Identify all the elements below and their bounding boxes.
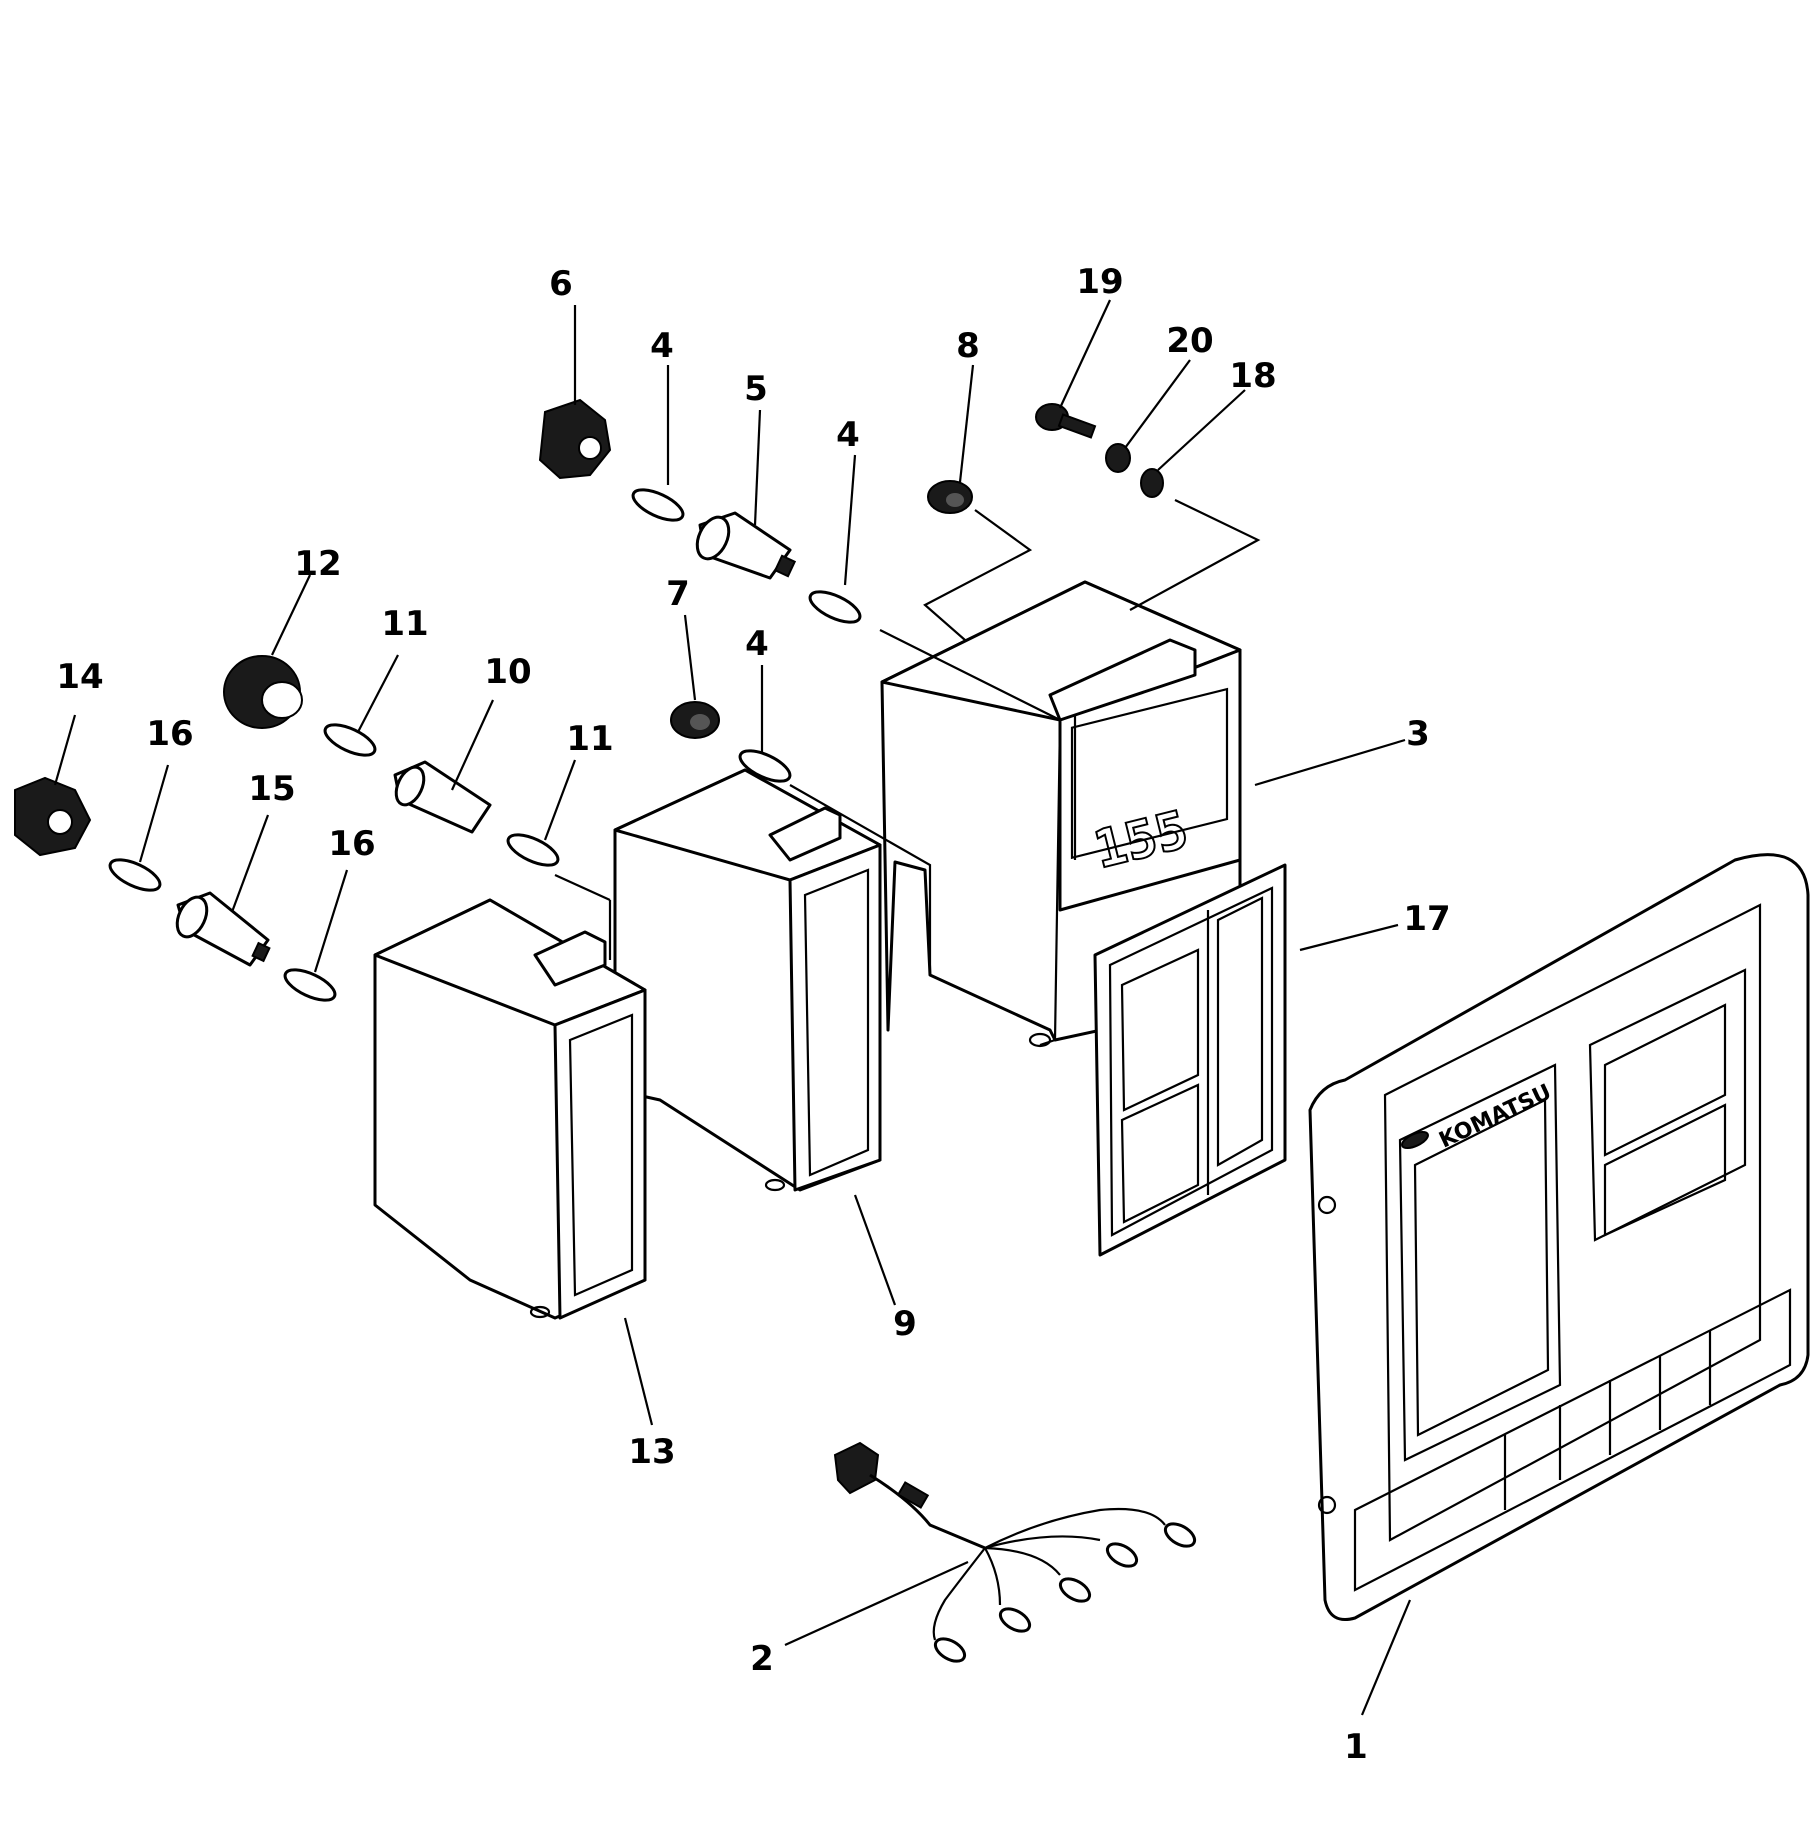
callout-11-right: 11 [566, 719, 613, 759]
callout-19: 18 [1229, 356, 1276, 396]
leader-lines [53, 299, 1412, 1716]
monitor-box-part-3: 155 [880, 580, 1242, 1048]
callout-7: 7 [666, 574, 690, 614]
control-box-part-9 [613, 768, 882, 1192]
callout-3: 3 [1406, 714, 1430, 754]
pin-part-15 [175, 891, 271, 967]
washer-part-20 [1105, 443, 1131, 473]
plug-part-7 [670, 701, 720, 739]
callout-2: 2 [750, 1639, 774, 1679]
callout-11-left: 11 [381, 604, 428, 644]
callout-8: 8 [956, 326, 980, 366]
callout-16-left: 16 [146, 714, 193, 754]
callout-20: 20 [1166, 321, 1213, 361]
seal-part-4a [631, 488, 685, 522]
callout-14: 14 [56, 657, 103, 697]
screw-part-18 [1035, 403, 1097, 439]
connector-part-12 [223, 655, 303, 729]
callout-12: 12 [294, 544, 341, 584]
plug-part-8 [927, 480, 973, 514]
callout-4-lower: 4 [745, 624, 769, 664]
callout-10: 10 [484, 652, 531, 692]
pin-part-10 [393, 760, 492, 834]
pin-part-5 [695, 511, 797, 580]
wire-harness-part-2 [833, 1441, 1197, 1663]
callout-17: 17 [1403, 899, 1450, 939]
connector-part-14 [14, 776, 92, 857]
callout-4-right: 4 [836, 415, 860, 455]
front-panel-part-1: KOMATSU [1308, 853, 1810, 1621]
callout-4-top: 4 [650, 326, 674, 366]
seal-part-16b [283, 968, 337, 1002]
callout-5: 5 [744, 369, 768, 409]
washer-part-19 [1140, 468, 1164, 498]
callout-6: 6 [549, 264, 573, 304]
callout-labels: 6 4 5 4 8 19 20 18 7 4 3 17 12 11 10 11 … [56, 262, 1450, 1767]
seal-part-11a [323, 723, 377, 757]
seal-part-4b [808, 590, 862, 624]
assembly-lines [554, 499, 1261, 975]
callout-9: 9 [893, 1304, 917, 1344]
callout-15: 15 [248, 769, 295, 809]
gasket-part-17 [1093, 863, 1287, 1257]
control-box-part-13 [373, 898, 647, 1320]
callout-1: 1 [1344, 1727, 1368, 1767]
callout-13: 13 [628, 1432, 675, 1472]
seal-part-16a [108, 858, 162, 892]
connector-part-6 [538, 398, 612, 480]
callout-16-right: 16 [328, 824, 375, 864]
seal-part-11b [506, 833, 560, 867]
callout-18: 19 [1076, 262, 1123, 302]
seal-part-4c [738, 749, 792, 783]
